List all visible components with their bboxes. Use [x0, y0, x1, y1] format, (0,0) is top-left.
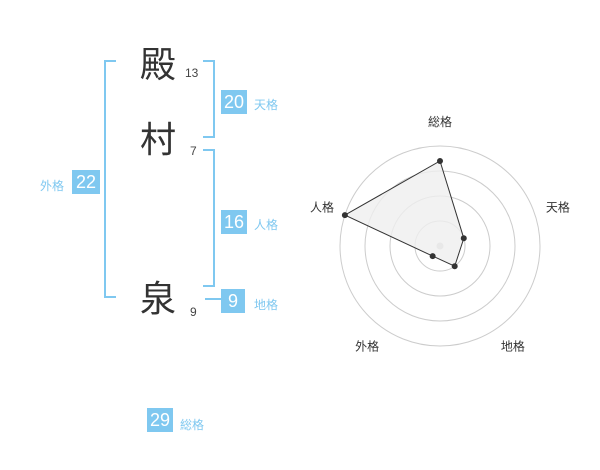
jinkaku-label: 人格 [254, 218, 279, 232]
radar-data-point [429, 253, 436, 260]
radar-data-point [341, 212, 348, 219]
stroke-count-2: 7 [190, 144, 197, 158]
radar-data-point [437, 158, 443, 164]
gaikaku-label: 外格 [40, 179, 65, 193]
soukaku-value: 29 [147, 408, 173, 432]
radar-axis-label: 天格 [546, 200, 570, 215]
radar-data-point [451, 263, 458, 270]
radar-data-polygon [343, 160, 465, 267]
stroke-count-1: 13 [185, 66, 199, 80]
stroke-count-3: 9 [190, 305, 197, 319]
chikaku-label: 地格 [254, 298, 279, 312]
tenkaku-bracket [203, 60, 215, 138]
name-char-3: 泉 [140, 279, 177, 320]
radar-grid-ring [339, 145, 541, 347]
chikaku-value: 9 [221, 289, 245, 313]
tenkaku-label: 天格 [254, 98, 279, 112]
gaikaku-bracket [104, 60, 116, 298]
name-char-1: 殿 [140, 45, 177, 86]
jinkaku-bracket [203, 149, 215, 287]
radar-data-point [460, 235, 467, 242]
tenkaku-value: 20 [221, 90, 247, 114]
radar-axis-label: 外格 [355, 338, 379, 353]
gaikaku-value: 22 [72, 170, 100, 194]
soukaku-label: 総格 [180, 418, 205, 432]
radar-axis-label: 総格 [428, 114, 452, 129]
chikaku-connector [205, 298, 221, 300]
radar-axis-label: 人格 [310, 200, 334, 215]
jinkaku-value: 16 [221, 210, 247, 234]
radar-axis-label: 地格 [501, 338, 525, 353]
name-char-2: 村 [140, 120, 177, 161]
